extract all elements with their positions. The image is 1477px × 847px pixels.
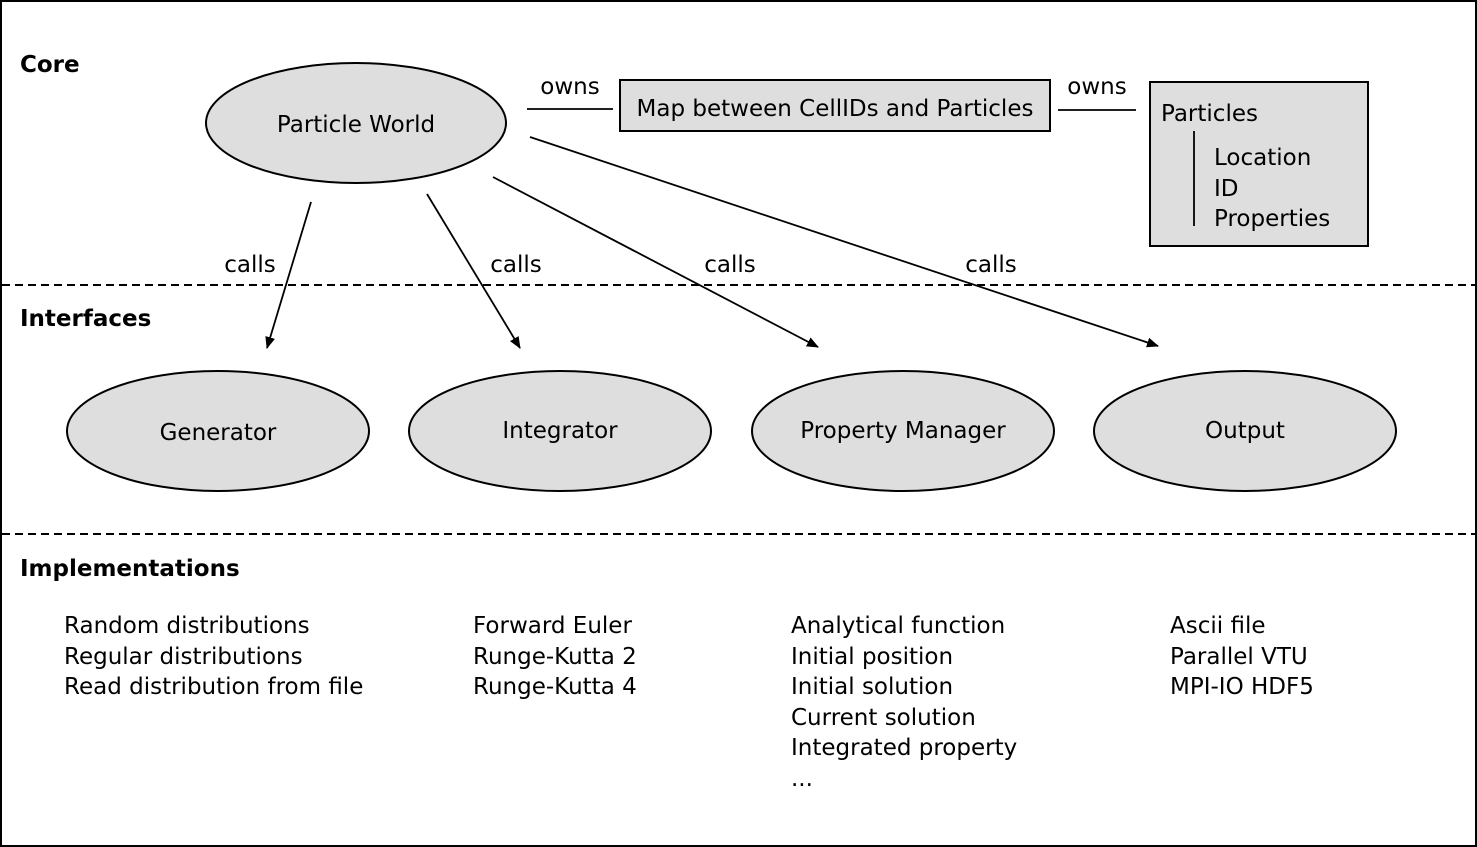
particles-field-location: Location — [1214, 145, 1311, 171]
generator-implementations: Random distributions Regular distributio… — [64, 613, 363, 700]
impl-item: Integrated property — [791, 735, 1017, 761]
calls-arrow-generator — [265, 201, 312, 349]
generator-node: Generator — [66, 370, 370, 492]
integrator-label: Integrator — [502, 418, 618, 444]
impl-item: Runge-Kutta 4 — [473, 674, 637, 700]
impl-item: Random distributions — [64, 613, 310, 639]
impl-item: Parallel VTU — [1170, 644, 1308, 670]
impl-item: Current solution — [791, 705, 976, 731]
calls-arrow-output — [529, 136, 1159, 348]
impl-item: MPI-IO HDF5 — [1170, 674, 1314, 700]
integrator-node: Integrator — [408, 370, 712, 492]
impl-item: Read distribution from file — [64, 674, 363, 700]
generator-label: Generator — [160, 420, 277, 446]
map-label: Map between CellIDs and Particles — [637, 96, 1034, 122]
impl-item: Analytical function — [791, 613, 1005, 639]
section-label-core: Core — [20, 52, 80, 78]
calls-label-output: calls — [965, 252, 1017, 278]
owns-label-map-particles: owns — [1067, 74, 1126, 100]
impl-item: Ascii file — [1170, 613, 1265, 639]
output-label: Output — [1205, 418, 1285, 444]
section-label-interfaces: Interfaces — [20, 306, 151, 332]
particles-field-properties: Properties — [1214, 206, 1330, 232]
calls-label-generator: calls — [224, 252, 276, 278]
section-label-implementations: Implementations — [20, 556, 240, 582]
calls-label-property-manager: calls — [704, 252, 756, 278]
particles-title: Particles — [1161, 101, 1258, 127]
particle-world-node: Particle World — [205, 62, 507, 184]
particles-node: Particles Location ID Properties — [1149, 81, 1369, 247]
impl-item: Initial position — [791, 644, 953, 670]
calls-arrow-property-manager — [492, 176, 819, 348]
impl-item: ... — [791, 766, 813, 792]
map-node: Map between CellIDs and Particles — [619, 79, 1051, 132]
integrator-implementations: Forward Euler Runge-Kutta 2 Runge-Kutta … — [473, 613, 637, 700]
property-manager-label: Property Manager — [800, 418, 1006, 444]
impl-item: Runge-Kutta 2 — [473, 644, 637, 670]
impl-item: Forward Euler — [473, 613, 632, 639]
owns-label-world-map: owns — [540, 74, 599, 100]
output-implementations: Ascii file Parallel VTU MPI-IO HDF5 — [1170, 613, 1314, 700]
calls-label-integrator: calls — [490, 252, 542, 278]
impl-item: Regular distributions — [64, 644, 303, 670]
output-node: Output — [1093, 370, 1397, 492]
impl-item: Initial solution — [791, 674, 953, 700]
property-manager-node: Property Manager — [751, 370, 1055, 492]
calls-arrow-integrator — [426, 193, 521, 349]
particle-world-label: Particle World — [277, 112, 435, 138]
property-manager-implementations: Analytical function Initial position Ini… — [791, 613, 1017, 792]
particles-field-id: ID — [1214, 176, 1239, 202]
